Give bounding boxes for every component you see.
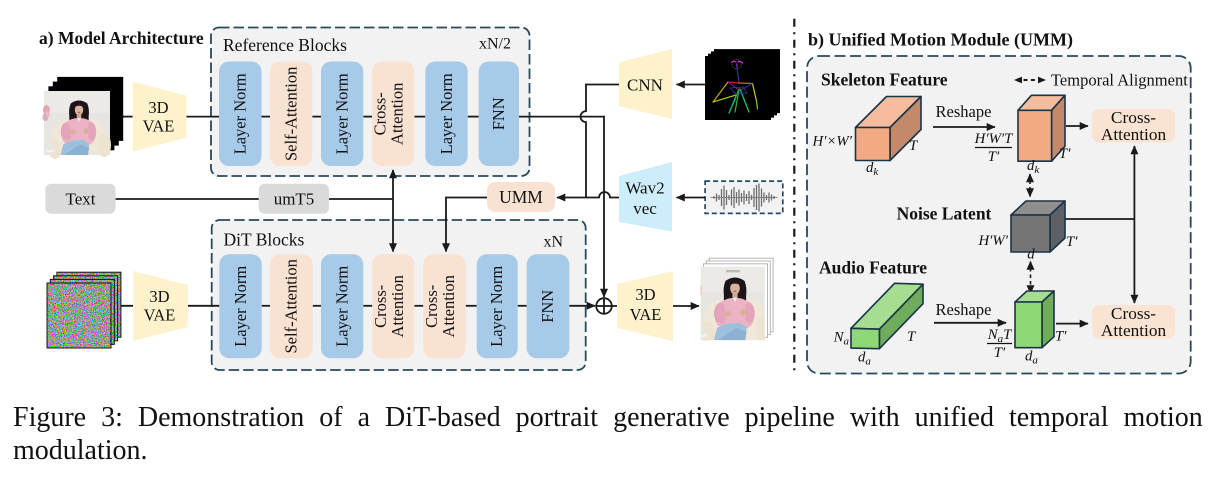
svg-text:Attention: Attention bbox=[1101, 321, 1167, 340]
svg-text:FNN: FNN bbox=[538, 290, 557, 323]
svg-text:Reshape: Reshape bbox=[936, 300, 992, 319]
svg-text:Layer Norm: Layer Norm bbox=[231, 73, 250, 154]
svg-text:Cross-: Cross- bbox=[1111, 304, 1156, 323]
svg-text:Reshape: Reshape bbox=[936, 102, 992, 121]
svg-text:Attention: Attention bbox=[388, 83, 407, 145]
svg-text:T: T bbox=[909, 138, 919, 154]
svg-text:Layer Norm: Layer Norm bbox=[487, 266, 506, 347]
svg-text:VAE: VAE bbox=[144, 306, 176, 325]
svg-text:3D: 3D bbox=[148, 98, 168, 117]
svg-text:Figure 3: Demonstration of a D: Figure 3: Demonstration of a DiT-based p… bbox=[13, 402, 1203, 433]
svg-text:Attention: Attention bbox=[388, 275, 407, 337]
svg-text:T′: T′ bbox=[1066, 234, 1078, 250]
svg-text:T′: T′ bbox=[994, 345, 1006, 361]
svg-text:CNN: CNN bbox=[627, 76, 663, 95]
svg-text:DiT Blocks: DiT Blocks bbox=[224, 230, 305, 250]
svg-text:d: d bbox=[1027, 247, 1035, 263]
svg-text:modulation.: modulation. bbox=[13, 435, 148, 466]
svg-text:Cross-: Cross- bbox=[422, 285, 441, 328]
svg-text:H′W′: H′W′ bbox=[978, 233, 1009, 249]
svg-text:Attention: Attention bbox=[1101, 125, 1167, 144]
svg-text:3D: 3D bbox=[635, 285, 655, 304]
svg-text:3D: 3D bbox=[149, 287, 169, 306]
svg-text:a) Model Architecture: a) Model Architecture bbox=[39, 28, 204, 48]
svg-text:VAE: VAE bbox=[630, 305, 662, 324]
svg-text:T′: T′ bbox=[1055, 329, 1067, 345]
svg-text:Self-Attention: Self-Attention bbox=[282, 67, 301, 161]
svg-text:T′: T′ bbox=[988, 149, 1000, 165]
svg-text:Wav2: Wav2 bbox=[625, 179, 664, 198]
svg-text:vec: vec bbox=[633, 199, 657, 218]
svg-text:Skeleton Feature: Skeleton Feature bbox=[821, 70, 948, 90]
svg-text:Layer Norm: Layer Norm bbox=[333, 266, 352, 347]
svg-text:umT5: umT5 bbox=[274, 190, 315, 209]
svg-text:xN/2: xN/2 bbox=[479, 36, 511, 53]
svg-text:Layer Norm: Layer Norm bbox=[333, 73, 352, 154]
svg-text:Noise Latent: Noise Latent bbox=[897, 204, 992, 224]
svg-text:H′×W′: H′×W′ bbox=[812, 134, 853, 150]
svg-text:Layer Norm: Layer Norm bbox=[437, 73, 456, 154]
svg-text:UMM: UMM bbox=[499, 187, 543, 207]
svg-text:b) Unified Motion Module (UMM): b) Unified Motion Module (UMM) bbox=[808, 30, 1073, 51]
svg-text:T: T bbox=[907, 329, 917, 345]
svg-text:Reference Blocks: Reference Blocks bbox=[223, 35, 347, 55]
svg-text:VAE: VAE bbox=[143, 117, 175, 136]
svg-text:T′: T′ bbox=[1059, 146, 1071, 162]
svg-text:Layer Norm: Layer Norm bbox=[231, 266, 250, 347]
svg-text:FNN: FNN bbox=[489, 97, 508, 130]
svg-text:Attention: Attention bbox=[439, 275, 458, 337]
svg-text:NaT: NaT bbox=[987, 327, 1013, 345]
svg-text:Self-Attention: Self-Attention bbox=[282, 259, 301, 353]
svg-text:Text: Text bbox=[66, 190, 96, 209]
svg-text:Cross-: Cross- bbox=[371, 92, 390, 135]
svg-text:Cross-: Cross- bbox=[1111, 108, 1156, 127]
svg-text:Audio Feature: Audio Feature bbox=[819, 258, 927, 278]
svg-text:xN: xN bbox=[543, 234, 563, 251]
svg-text:H′W′T: H′W′T bbox=[974, 131, 1014, 147]
svg-text:Cross-: Cross- bbox=[371, 285, 390, 328]
svg-text:Temporal Alignment: Temporal Alignment bbox=[1051, 71, 1188, 90]
